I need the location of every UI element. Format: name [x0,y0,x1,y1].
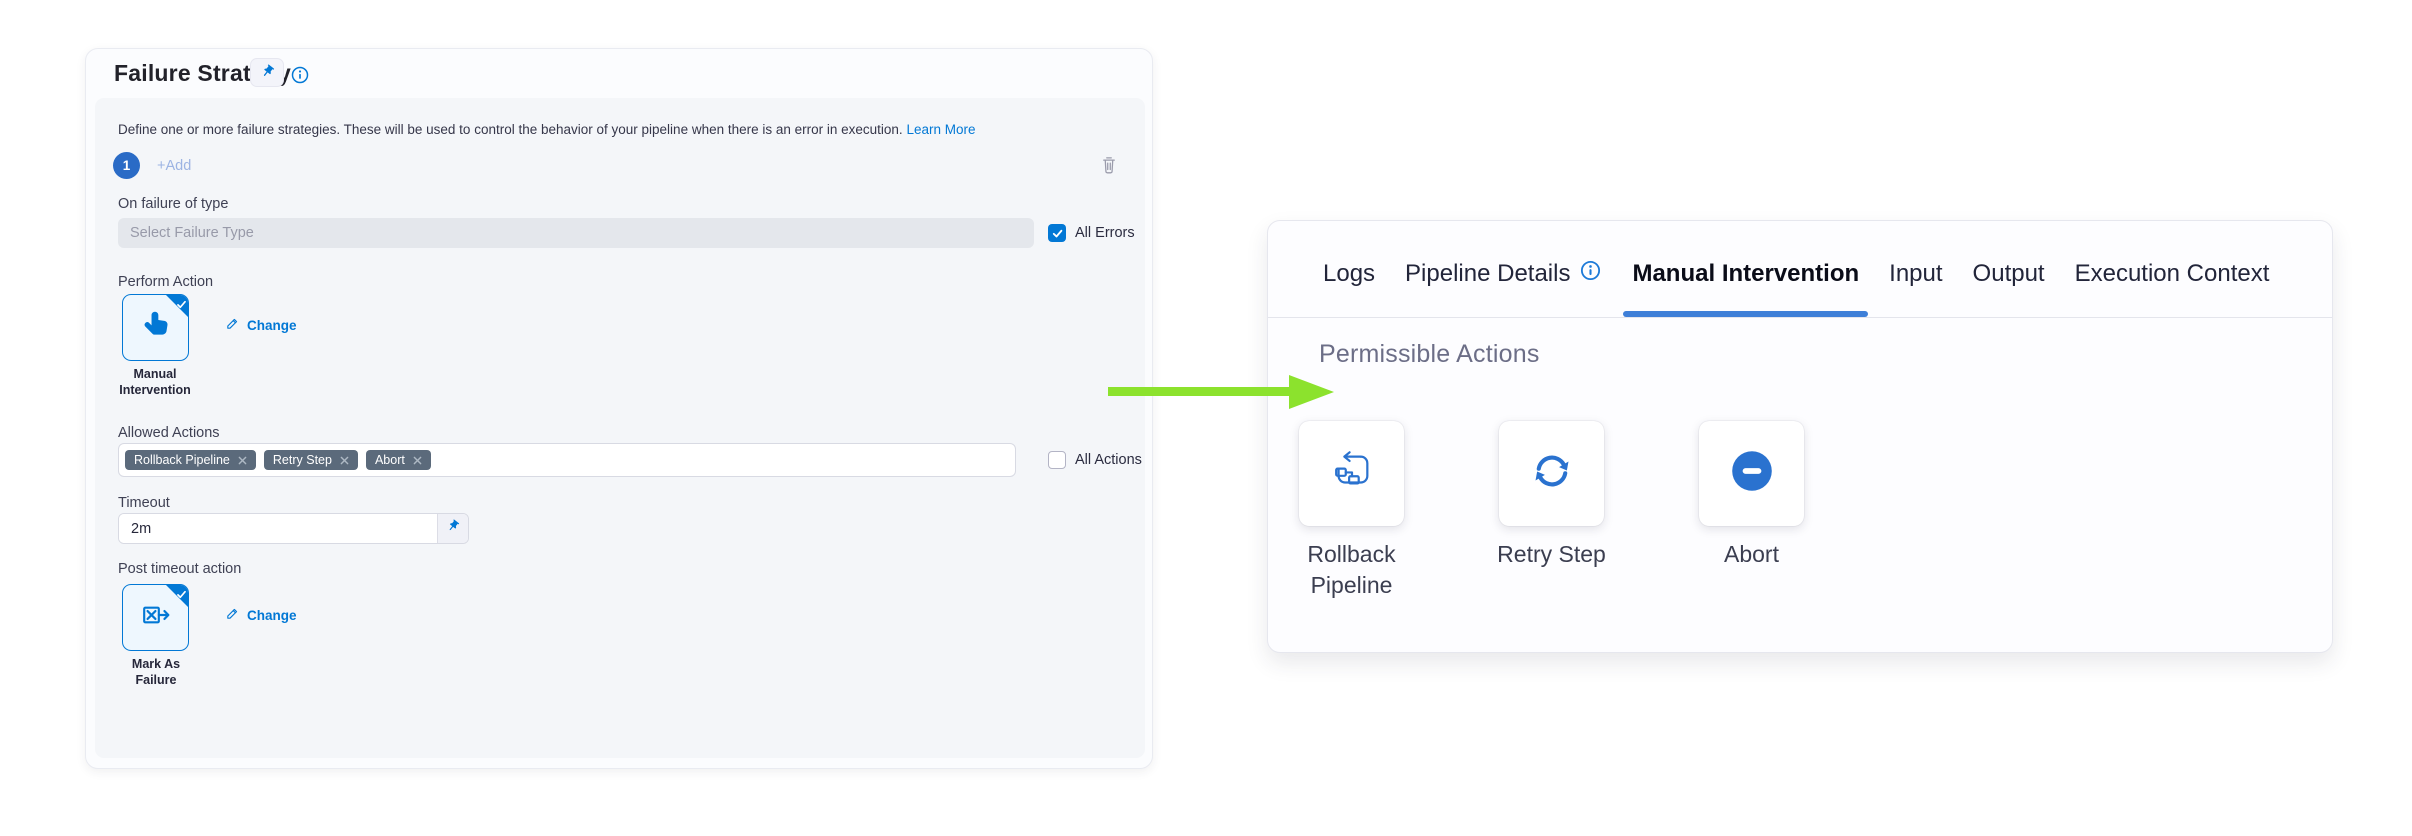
learn-more-link[interactable]: Learn More [906,122,976,137]
failure-strategy-header: Failure Strategy [86,49,1152,98]
retry-step-button[interactable] [1499,421,1604,526]
tag-rollback-pipeline: Rollback Pipeline [125,450,256,470]
tag-remove-icon[interactable] [413,456,422,465]
description-text: Define one or more failure strategies. T… [118,122,903,137]
timeout-field [118,513,469,544]
tab-logs[interactable]: Logs [1323,260,1376,287]
execution-detail-panel: Logs Pipeline Details Manual Interventio… [1267,220,2333,653]
selected-corner [165,585,188,608]
trash-icon [1100,157,1118,178]
tag-remove-icon[interactable] [340,456,349,465]
timeout-label: Timeout [118,495,170,511]
selected-check-icon [176,587,187,605]
timeout-pin-button[interactable] [437,514,468,543]
post-timeout-action-label: Post timeout action [118,561,242,577]
allowed-actions-label: Allowed Actions [118,425,220,441]
pin-icon [446,519,460,538]
strategy-index-badge[interactable]: 1 [113,152,140,179]
green-arrow [1108,375,1334,409]
change-post-timeout-button[interactable]: Change [225,606,297,624]
failure-strategy-card: Define one or more failure strategies. T… [95,98,1145,758]
action-rollback-pipeline: Rollback Pipeline [1299,421,1404,598]
manual-intervention-thumbnail[interactable] [122,294,189,361]
action-label: Retry Step [1497,541,1606,567]
tab-execution-context[interactable]: Execution Context [2074,260,2270,287]
pencil-icon [225,606,240,624]
manual-intervention-icon [139,308,173,347]
mark-as-failure-icon [138,597,174,638]
selected-corner [165,295,188,318]
mark-as-failure-thumbnail[interactable] [122,584,189,651]
all-actions-checkbox[interactable]: All Actions [1048,451,1142,469]
pin-icon [260,64,275,82]
all-actions-label: All Actions [1075,452,1142,468]
action-label: Rollback Pipeline [1307,541,1396,599]
retry-icon [1529,448,1575,499]
permissible-actions-heading: Permissible Actions [1319,340,1540,368]
permissible-actions-list: Rollback Pipeline [1299,421,1804,598]
action-label: Abort [1724,541,1779,567]
tab-pipeline-details[interactable]: Pipeline Details [1390,231,1617,317]
abort-button[interactable] [1699,421,1804,526]
tag-retry-step: Retry Step [263,450,358,470]
failure-type-label: On failure of type [118,196,229,212]
tag-remove-icon[interactable] [238,456,247,465]
info-icon[interactable] [290,65,310,85]
change-action-button[interactable]: Change [225,316,297,334]
action-abort: Abort [1699,421,1804,567]
perform-action-label: Perform Action [118,274,214,290]
tab-manual-intervention[interactable]: Manual Intervention [1617,231,1874,317]
tab-bar: Logs Pipeline Details Manual Interventio… [1268,221,2332,318]
pin-button[interactable] [250,58,284,87]
pencil-icon [225,316,240,334]
add-strategy-button[interactable]: +Add [157,158,192,174]
abort-icon [1727,446,1777,501]
perform-action-value: Manual Intervention [119,367,191,398]
post-timeout-action-value: Mark As Failure [131,657,181,688]
checkbox-checked-icon [1048,224,1066,242]
failure-type-input[interactable] [118,218,1034,248]
action-retry-step: Retry Step [1497,421,1606,567]
rollback-pipeline-icon [1329,448,1375,499]
delete-strategy-button[interactable] [1099,155,1119,177]
tab-output[interactable]: Output [1972,260,2045,287]
rollback-pipeline-button[interactable] [1299,421,1404,526]
tag-abort: Abort [365,450,431,470]
timeout-input[interactable] [119,514,437,543]
all-errors-label: All Errors [1075,225,1135,241]
tab-input[interactable]: Input [1889,260,1943,287]
failure-strategy-panel: Failure Strategy Define one or more fail… [85,48,1153,769]
allowed-actions-input[interactable]: Rollback Pipeline Retry Step Abort [118,443,1016,477]
selected-check-icon [176,297,187,315]
checkbox-unchecked-icon [1048,451,1066,469]
all-errors-checkbox[interactable]: All Errors [1048,224,1135,242]
strategy-description: Define one or more failure strategies. T… [118,122,1108,137]
info-icon [1579,259,1602,289]
